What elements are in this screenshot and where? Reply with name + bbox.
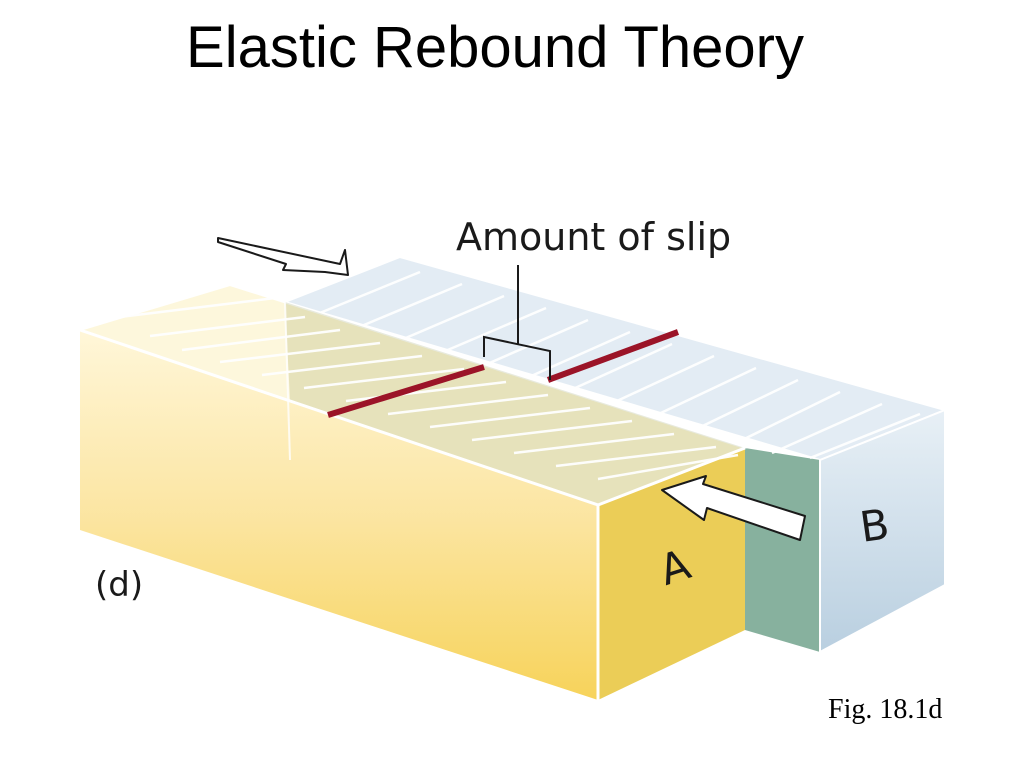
block-a-right-edge [597, 446, 746, 507]
block-b-end [819, 408, 946, 654]
figure-caption: Fig. 18.1d [828, 694, 943, 725]
arrow-push-block-a [661, 475, 806, 541]
block-b-front [745, 448, 820, 652]
block-a [76, 283, 749, 700]
block-a-back-edge [284, 301, 291, 461]
block-b-label: B [857, 499, 892, 552]
slip-bracket [483, 265, 551, 380]
offset-line-block-a [327, 364, 485, 418]
panel-label: (d) [95, 565, 143, 605]
block-b-stripes [309, 270, 921, 460]
block-b [281, 255, 949, 654]
amount-of-slip-label: Amount of slip [456, 215, 731, 259]
block-a-front [80, 330, 598, 700]
block-a-end [598, 448, 745, 700]
arrow-push-block-b [217, 237, 349, 276]
slide-title: Elastic Rebound Theory [186, 15, 804, 80]
offset-line-block-b [546, 329, 680, 383]
